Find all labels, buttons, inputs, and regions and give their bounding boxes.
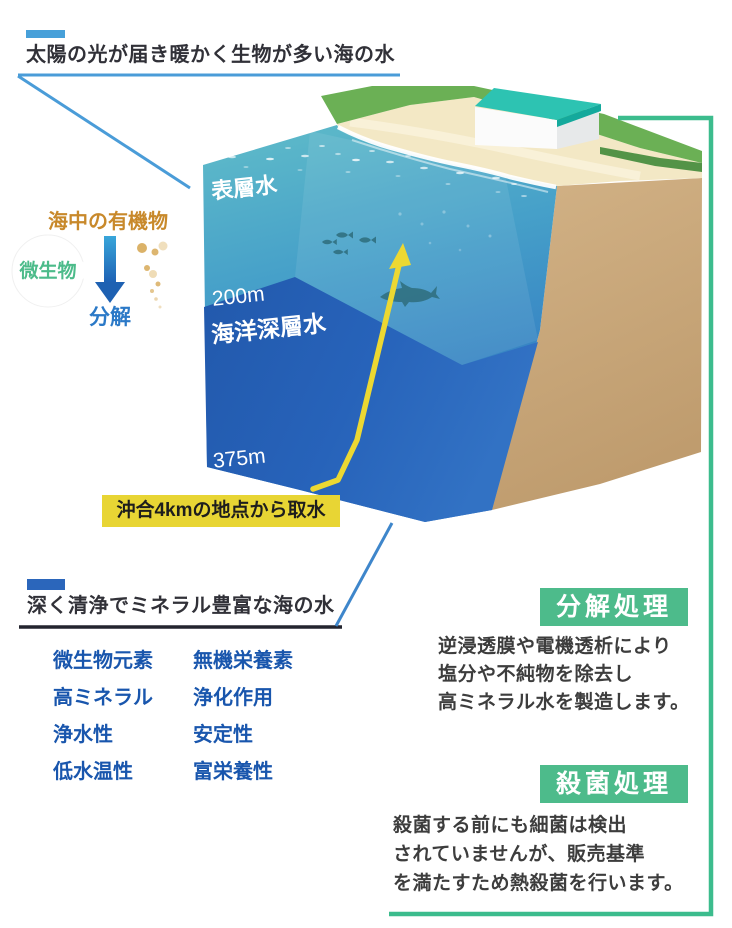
organic-matter-label: 海中の有機物: [48, 211, 168, 233]
body-line: 逆浸透膜や電機透析により: [438, 636, 672, 657]
organic-particles: [137, 241, 168, 309]
earth-face: [492, 178, 702, 510]
body-line: されていませんが、販売基準: [393, 844, 645, 865]
top-heading: 太陽の光が届き暖かく生物が多い海の水: [26, 44, 395, 66]
shark-icon: [380, 281, 440, 307]
intake-arrow-icon: [310, 243, 411, 492]
feature-item: 無機栄養素: [193, 650, 293, 672]
deep-water-layer: [204, 277, 538, 522]
body-line: を満たすため熱殺菌を行います。: [393, 873, 684, 894]
feature-item: 富栄養性: [193, 761, 273, 783]
decomposition-process-body: 逆浸透膜や電機透析により 塩分や不純物を除去し 高ミネラル水を製造します。: [438, 633, 690, 717]
frame-line: [389, 115, 714, 917]
feature-item: 安定性: [193, 724, 253, 746]
fish-icon: [322, 231, 376, 255]
bottom-heading-marker: [27, 579, 65, 590]
feature-item: 浄化作用: [193, 687, 273, 709]
intake-light-column: [295, 131, 538, 365]
building-icon: [475, 88, 601, 149]
decomposition-process-title: 分解処理: [540, 588, 688, 626]
ocean-water: [203, 125, 557, 522]
bottom-heading: 深く清浄でミネラル豊富な海の水: [27, 595, 335, 617]
sterilization-process-title: 殺菌処理: [540, 765, 688, 803]
decomposition-arrow-icon: [95, 236, 125, 303]
decomposition-label: 分解: [89, 306, 131, 329]
body-line: 高ミネラル水を製造します。: [438, 692, 690, 713]
feature-item: 高ミネラル: [53, 687, 153, 709]
sterilization-process-body: 殺菌する前にも細菌は検出 されていませんが、販売基準 を満たすため熱殺菌を行いま…: [393, 811, 684, 898]
top-callout-line: [17, 73, 400, 190]
speech-bubble: [11, 234, 97, 308]
body-line: 殺菌する前にも細菌は検出: [393, 815, 628, 836]
feature-item: 低水温性: [53, 761, 133, 783]
surf-line: [336, 125, 557, 193]
intake-point-label: 沖合4kmの地点から取水: [102, 495, 340, 527]
feature-item: 微生物元素: [53, 650, 153, 672]
microbe-label: 微生物: [19, 261, 77, 282]
top-heading-marker: [26, 30, 65, 38]
bottom-callout-line: [19, 522, 394, 629]
body-line: 塩分や不純物を除去し: [438, 664, 634, 685]
water-sparkles: [228, 145, 527, 252]
feature-item: 浄水性: [53, 724, 113, 746]
